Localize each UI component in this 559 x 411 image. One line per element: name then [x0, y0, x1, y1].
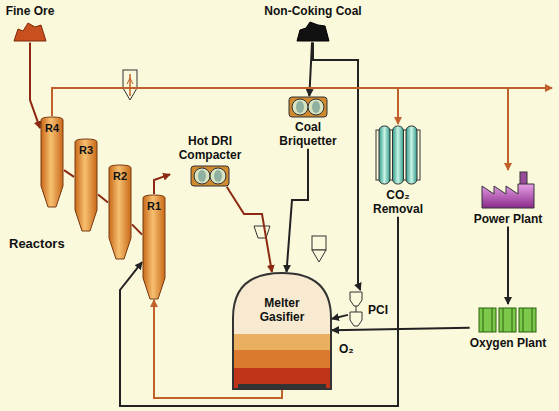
injection-unit: PCI: [348, 290, 388, 330]
gasifier-cyclone: [312, 236, 326, 262]
node-label: Non-Coking Coal: [264, 4, 361, 18]
reactor-vessel: R1: [142, 194, 166, 300]
reactor-label: R2: [113, 170, 127, 183]
node-label: Oxygen Plant: [470, 336, 547, 350]
flow-connector: [332, 315, 348, 319]
co2-icon: [374, 124, 422, 186]
process-unit: CO₂ Removal: [367, 124, 429, 217]
reactor-label: R3: [79, 144, 93, 157]
process-unit: Coal Briquetter: [271, 96, 345, 149]
node-label: Hot DRI Compacter: [170, 134, 250, 163]
material-input: Non-Coking Coal: [264, 4, 361, 42]
stream-label: O₂: [338, 342, 355, 356]
flow-connector: [132, 224, 142, 234]
pci-icon: [348, 290, 364, 330]
flow-connector: [98, 195, 108, 203]
roller-icon: [190, 165, 230, 187]
node-label: PCI: [368, 303, 388, 317]
ore-icon: [12, 20, 48, 42]
reactor-label: R1: [147, 200, 161, 213]
node-label: Fine Ore: [6, 4, 55, 18]
node-label: CO₂ Removal: [367, 188, 429, 217]
flow-connector: [287, 149, 308, 272]
flow-connector: [332, 328, 470, 330]
process-unit: Hot DRI Compacter: [170, 134, 250, 187]
reactor-vessel: R3: [74, 138, 98, 232]
plant-unit: Power Plant: [474, 170, 543, 226]
flow-connector: [154, 174, 170, 194]
oxygen-icon: [477, 304, 539, 334]
roller-icon: [288, 96, 328, 118]
material-input: Fine Ore: [6, 4, 55, 42]
export-gas-line: [508, 87, 552, 89]
flow-connector: [313, 42, 360, 290]
reactor-vessel: R2: [108, 164, 132, 260]
flow-connector: [52, 88, 508, 170]
flow-connector: [507, 226, 509, 304]
node-label: Melter Gasifier: [246, 296, 318, 325]
group-label: Reactors: [8, 236, 66, 251]
gasifier-feed-hopper: [254, 226, 270, 238]
reactor-label: R4: [45, 122, 59, 135]
plant-unit: Oxygen Plant: [470, 304, 547, 350]
coal-icon: [295, 20, 331, 42]
flow-connector: [227, 187, 272, 272]
reactor-vessel: R4: [40, 116, 64, 208]
flow-connector: [52, 88, 398, 124]
flow-connector: [64, 170, 74, 177]
node-label: Power Plant: [474, 212, 543, 226]
top-gas-cyclone: [123, 70, 137, 100]
melter-gasifier: Melter Gasifier: [232, 272, 332, 390]
node-label: Coal Briquetter: [271, 120, 345, 149]
flow-connector: [30, 42, 40, 128]
gasifier-vessel: [232, 272, 332, 390]
power-icon: [480, 170, 536, 210]
